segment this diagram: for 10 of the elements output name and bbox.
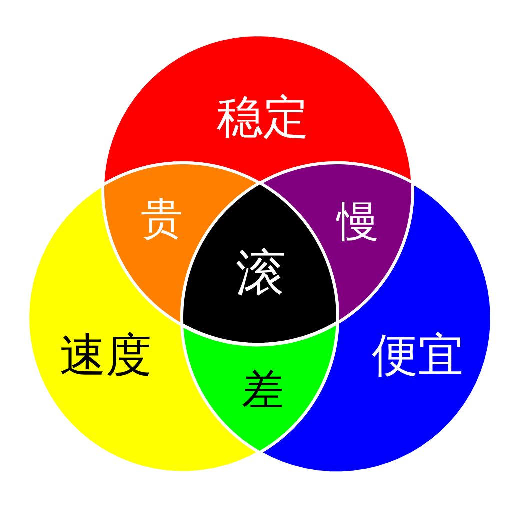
- region-label: 差: [242, 368, 284, 411]
- center-region: [182, 183, 338, 345]
- region-label: 稳定: [216, 94, 309, 140]
- region-label: 便宜: [372, 332, 464, 378]
- region-label: 慢: [337, 200, 379, 243]
- region-label: 速度: [60, 332, 152, 378]
- region-label: 贵: [140, 198, 183, 240]
- overlap-region: [182, 322, 338, 452]
- region-label: 滚: [236, 248, 286, 298]
- venn-region: [103, 35, 413, 186]
